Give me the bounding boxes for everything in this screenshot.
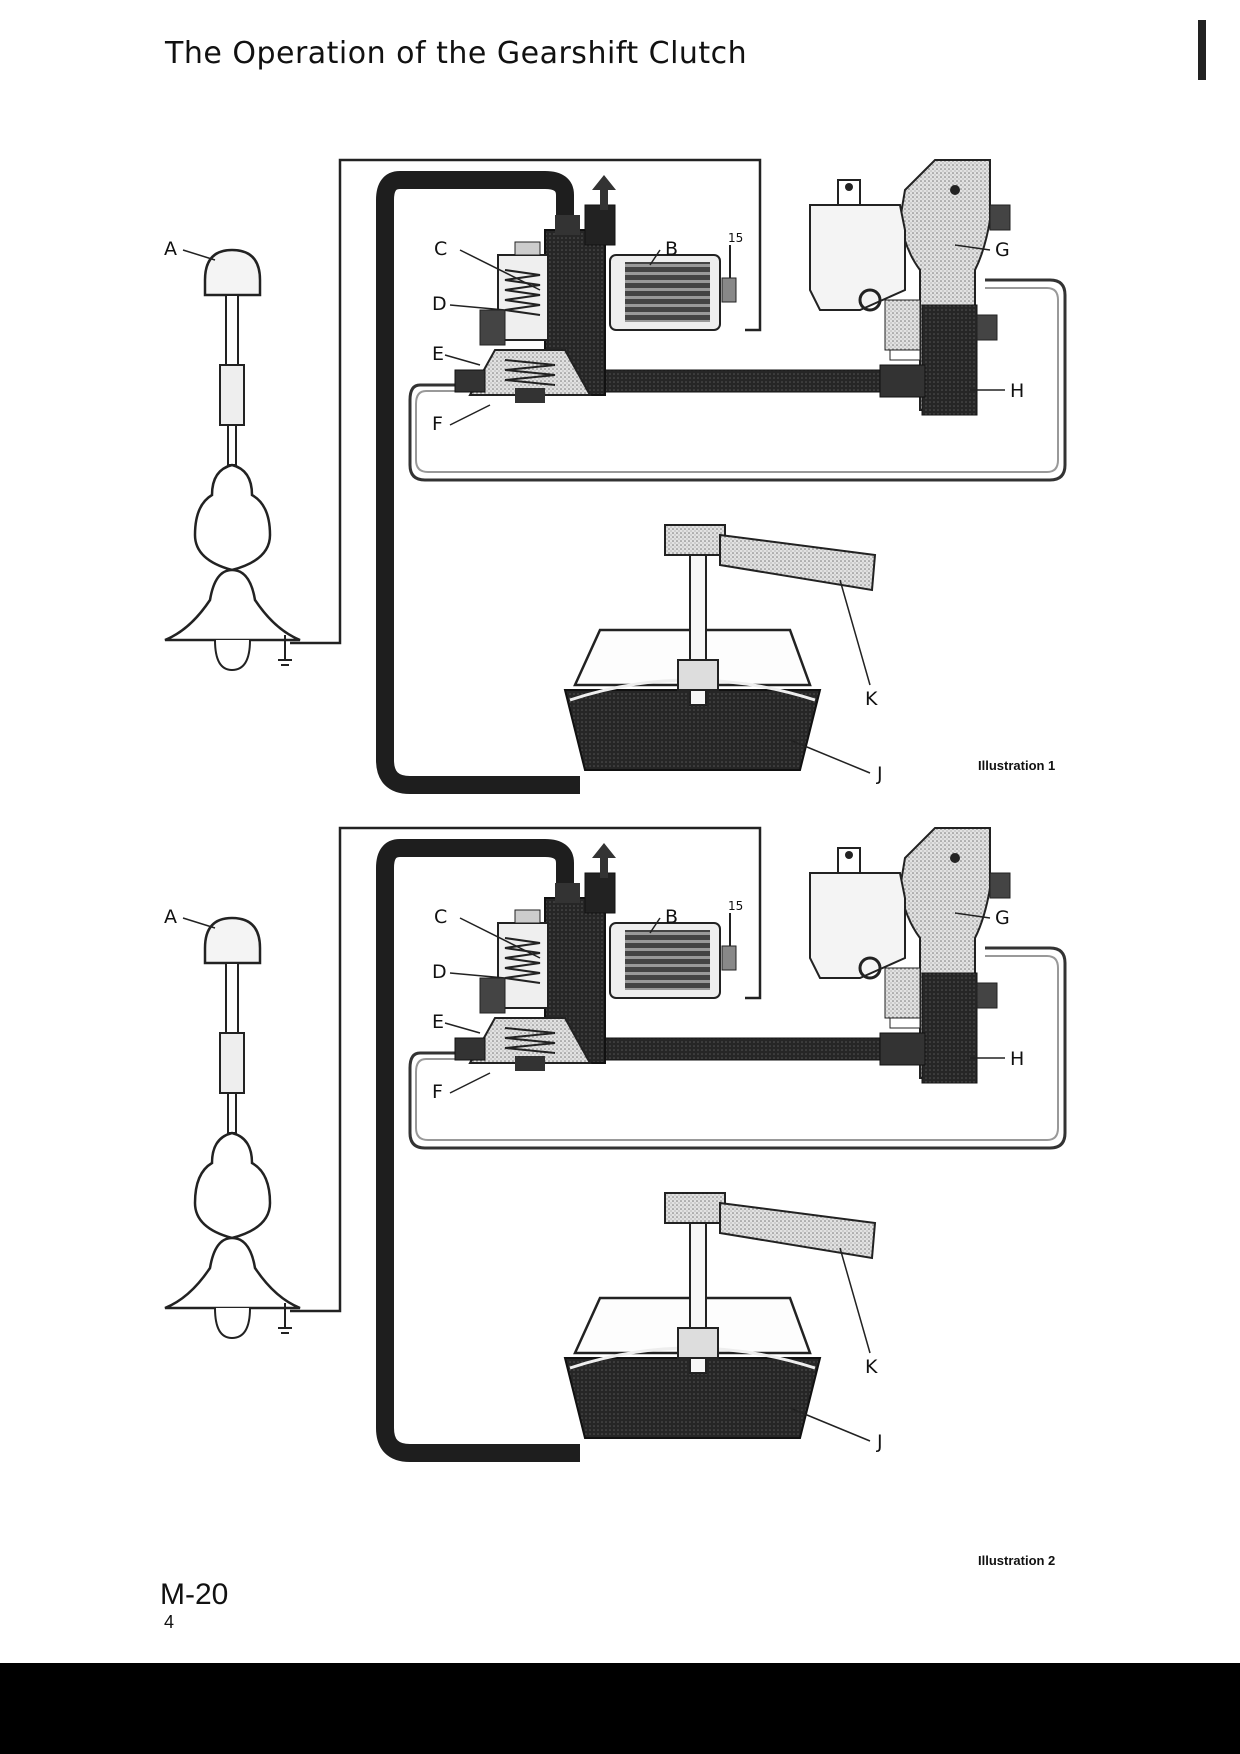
illustration-1: A C B 15 D E F G H K J <box>164 160 1065 785</box>
page-title: The Operation of the Gearshift Clutch <box>165 36 748 71</box>
terminal-15: 15 <box>728 899 743 913</box>
label-b: B <box>665 906 678 928</box>
label-e: E <box>432 1011 444 1033</box>
caption-illustration-1: Illustration 1 <box>978 758 1056 773</box>
label-h: H <box>1010 380 1024 402</box>
label-k: K <box>865 1356 878 1378</box>
label-g: G <box>995 239 1010 261</box>
label-f: F <box>432 413 443 435</box>
label-j: J <box>876 1431 883 1453</box>
illustration-2: A C B 15 D E F G H K J <box>164 828 1065 1453</box>
label-d: D <box>432 961 447 983</box>
label-a: A <box>164 238 177 260</box>
label-b: B <box>665 238 678 260</box>
label-k: K <box>865 688 878 710</box>
page-edge-mark <box>1198 20 1206 80</box>
label-h: H <box>1010 1048 1024 1070</box>
label-d: D <box>432 293 447 315</box>
document-code: M-20 <box>160 1578 229 1611</box>
caption-illustration-2: Illustration 2 <box>978 1553 1056 1568</box>
bottom-black-bar <box>0 1663 1240 1754</box>
label-a: A <box>164 906 177 928</box>
page-number: 4 <box>164 1612 175 1632</box>
label-c: C <box>434 906 447 928</box>
label-f: F <box>432 1081 443 1103</box>
label-g: G <box>995 907 1010 929</box>
label-e: E <box>432 343 444 365</box>
label-j: J <box>876 763 883 785</box>
terminal-15: 15 <box>728 231 743 245</box>
label-c: C <box>434 238 447 260</box>
